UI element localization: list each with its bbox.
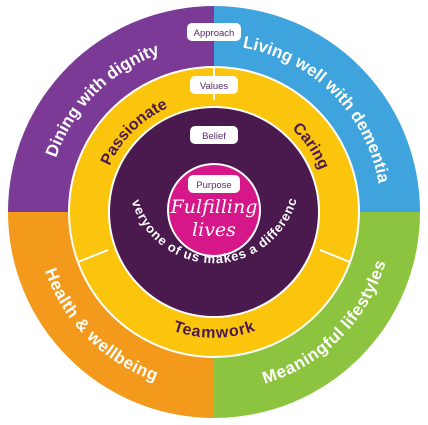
tab-purpose: Purpose — [188, 175, 240, 193]
values-divider-left — [77, 249, 109, 263]
tab-purpose-label: Purpose — [196, 180, 231, 191]
tab-approach: Approach — [187, 23, 241, 41]
value-label-teamwork: Teamwork — [171, 318, 256, 342]
values-divider-right — [319, 249, 351, 263]
tab-approach-label: Approach — [194, 28, 235, 39]
purpose-line-1: Fulfilling — [170, 196, 258, 218]
tab-values-label: Values — [200, 81, 229, 92]
purpose-line-2: lives — [192, 219, 236, 241]
tab-belief-label: Belief — [202, 131, 226, 142]
tab-values: Values — [190, 76, 238, 94]
tab-belief: Belief — [190, 126, 238, 144]
